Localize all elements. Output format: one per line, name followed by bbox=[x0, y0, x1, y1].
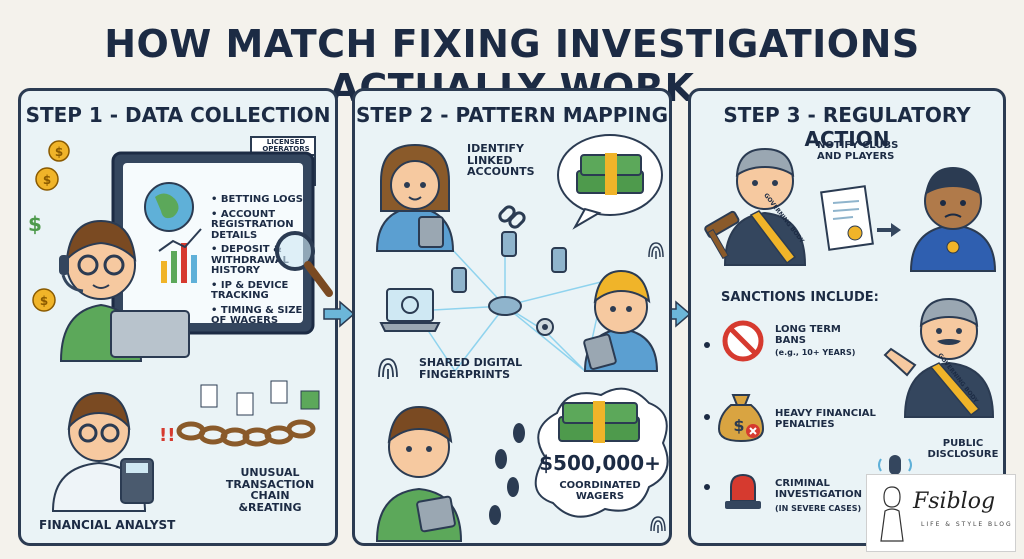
data-list: • BETTING LOGS • ACCOUNT REGISTRATION DE… bbox=[211, 194, 311, 327]
list-item: • TIMING & SIZE OF WAGERS bbox=[211, 304, 303, 326]
woman-tablet-person bbox=[375, 143, 455, 252]
chain-icon bbox=[176, 380, 320, 447]
footprints-icon bbox=[489, 423, 525, 525]
fingerprint-icon bbox=[650, 516, 666, 533]
magnifier-icon bbox=[275, 231, 333, 297]
arrow-right-icon bbox=[323, 300, 356, 328]
laptop-icon bbox=[379, 288, 441, 332]
microphone-icon bbox=[878, 455, 912, 475]
list-item: • DEPOSIT & WITHDRAWAL HISTORY bbox=[211, 244, 289, 276]
ban-icon bbox=[722, 320, 764, 362]
step-2-panel: STEP 2 - PATTERN MAPPING IDENTIFY LINKED… bbox=[352, 88, 672, 546]
step-2-title: STEP 2 - PATTERN MAPPING bbox=[355, 103, 669, 127]
sanction-1-title: LONG TERM BANS bbox=[775, 324, 841, 346]
coin-node-icon bbox=[536, 318, 554, 336]
dollar-icon: $ bbox=[28, 212, 42, 236]
amount-sub-label: COORDINATED WAGERS bbox=[559, 480, 641, 502]
svg-text:$: $ bbox=[733, 416, 744, 435]
fingerprints-label: SHARED DIGITAL FINGERPRINTS bbox=[419, 356, 523, 381]
siren-icon bbox=[725, 473, 761, 509]
list-item: • BETTING LOGS bbox=[211, 194, 303, 205]
coin-icon: $ bbox=[32, 288, 56, 312]
sanctions-title: SANCTIONS INCLUDE: bbox=[721, 290, 879, 305]
step-1-panel: STEP 1 - DATA COLLECTION $ $ $ $ LICENSE… bbox=[18, 88, 338, 546]
notify-label: NOTIFY CLUBS AND PLAYERS bbox=[817, 140, 899, 162]
money-cloud bbox=[534, 387, 669, 518]
fsiblog-logo: Fsiblog LIFE & STYLE BLOG bbox=[866, 474, 1016, 552]
svg-text:!!: !! bbox=[159, 425, 175, 446]
document-icon bbox=[820, 185, 874, 251]
logo-tagline: LIFE & STYLE BLOG bbox=[921, 521, 1013, 528]
svg-text:$: $ bbox=[55, 145, 63, 159]
licensed-operators-sign: LICENSED OPERATORS bbox=[262, 138, 310, 154]
link-icon bbox=[498, 205, 526, 229]
step-1-title: STEP 1 - DATA COLLECTION bbox=[25, 103, 331, 127]
logo-figure-icon bbox=[880, 486, 904, 542]
phone-icon bbox=[551, 247, 567, 273]
sanction-3-title: CRIMINAL INVESTIGATION bbox=[775, 478, 862, 500]
list-item: • ACCOUNT REGISTRATION DETAILS bbox=[211, 208, 294, 241]
money-bag-icon: $ bbox=[717, 394, 765, 443]
step-3-panel: STEP 3 - REGULATORY ACTION GOVERNING BOD… bbox=[688, 88, 1006, 546]
logo-name: Fsiblog bbox=[913, 489, 996, 514]
svg-text:$: $ bbox=[43, 173, 51, 187]
step-3-title: STEP 3 - REGULATORY ACTION bbox=[723, 103, 971, 151]
fingerprint-icon bbox=[378, 358, 398, 379]
analyst-label: FINANCIAL ANALYST bbox=[39, 518, 176, 532]
official-pointing-person bbox=[883, 297, 995, 418]
money-bubble bbox=[557, 134, 663, 230]
boy-tablet-person bbox=[583, 269, 659, 372]
sanction-2-title: HEAVY FINANCIAL PENALTIES bbox=[775, 408, 876, 430]
data-collector-person bbox=[59, 219, 190, 362]
amount-label: $500,000+ bbox=[539, 451, 661, 475]
financial-analyst-person: !! bbox=[51, 391, 175, 512]
sanction-1-sub: (e.g., 10+ YEARS) bbox=[775, 348, 856, 357]
svg-text:$: $ bbox=[28, 212, 42, 236]
boy-phone-person bbox=[375, 405, 463, 542]
public-disclosure-label: PUBLIC DISCLOSURE bbox=[927, 438, 999, 460]
list-item: • IP & DEVICE TRACKING bbox=[211, 279, 289, 301]
identify-label: IDENTIFY LINKED ACCOUNTS bbox=[467, 142, 535, 179]
arrow-right-small-icon bbox=[877, 223, 901, 237]
official-gavel-person bbox=[704, 147, 807, 266]
phone-icon bbox=[501, 231, 517, 257]
bullet-dots bbox=[704, 342, 710, 490]
chain-label: UNUSUAL TRANSACTION CHAIN &REATING bbox=[225, 466, 315, 514]
fingerprint-icon bbox=[648, 242, 664, 259]
sanction-3-sub: (IN SEVERE CASES) bbox=[775, 504, 862, 513]
phone-icon bbox=[451, 267, 467, 293]
player-person bbox=[909, 167, 997, 272]
svg-text:$: $ bbox=[40, 294, 48, 308]
coins-icon: $ $ bbox=[35, 140, 70, 191]
